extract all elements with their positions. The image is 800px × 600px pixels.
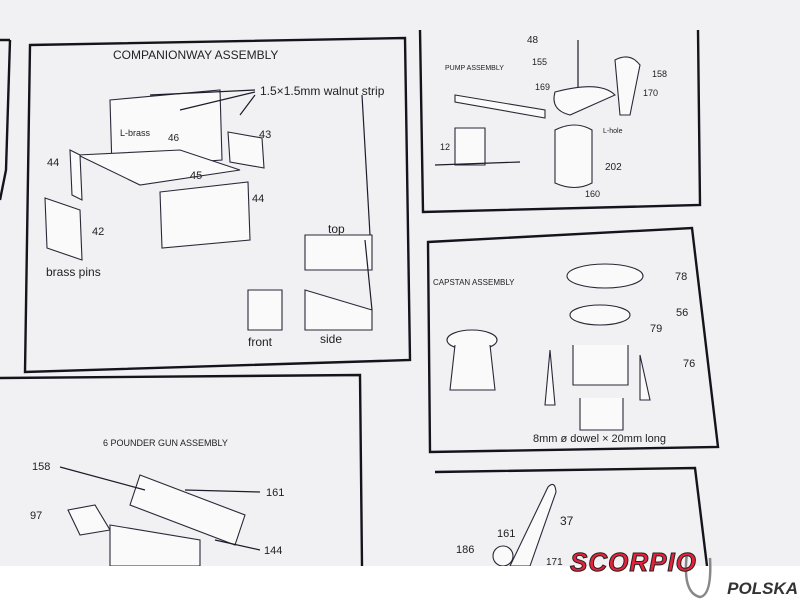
label-48: 48 bbox=[527, 35, 539, 46]
label-144: 144 bbox=[264, 545, 282, 557]
label-front: front bbox=[248, 335, 273, 349]
companionway-drawing bbox=[44, 89, 373, 331]
capstan-title: CAPSTAN ASSEMBLY bbox=[433, 278, 515, 287]
logo-sub: POLSKA bbox=[727, 579, 798, 598]
label-43: 43 bbox=[259, 129, 271, 141]
label-171: 171 bbox=[546, 557, 563, 566]
label-44a: 44 bbox=[47, 157, 59, 169]
label-side: side bbox=[320, 332, 342, 346]
label-186: 186 bbox=[456, 544, 474, 556]
label-top: top bbox=[328, 222, 345, 236]
label-76: 76 bbox=[683, 358, 695, 370]
capstan-panel bbox=[426, 226, 720, 454]
label-46: 46 bbox=[168, 133, 180, 144]
label-56: 56 bbox=[676, 307, 688, 319]
assembly-diagrams: COMPANIONWAY ASSEMBLY 1.5×1.5mm walnut s… bbox=[0, 29, 720, 568]
label-walnut-strip: 1.5×1.5mm walnut strip bbox=[260, 84, 385, 98]
label-97: 97 bbox=[30, 510, 42, 522]
label-158: 158 bbox=[32, 461, 50, 473]
logo-arrow-icon bbox=[684, 552, 712, 599]
bottom-right-drawing bbox=[492, 483, 557, 567]
label-158: 158 bbox=[652, 69, 667, 79]
pump-title: PUMP ASSEMBLY bbox=[445, 65, 504, 72]
label-45: 45 bbox=[190, 170, 202, 182]
label-161b: 161 bbox=[497, 528, 515, 540]
label-42: 42 bbox=[92, 226, 104, 238]
label-170: 170 bbox=[643, 88, 658, 98]
label-155: 155 bbox=[532, 57, 547, 67]
capstan-drawing bbox=[446, 263, 651, 431]
gun-drawing bbox=[59, 466, 261, 567]
label-161: 161 bbox=[266, 487, 284, 499]
label-37: 37 bbox=[560, 514, 574, 528]
label-169: 169 bbox=[535, 82, 550, 92]
label-l-hole: L-hole bbox=[603, 128, 623, 135]
logo-brand: SCORPIO bbox=[570, 547, 697, 578]
label-160: 160 bbox=[585, 189, 600, 199]
capstan-note: 8mm ø dowel × 20mm long bbox=[533, 433, 666, 445]
pump-drawing bbox=[434, 40, 641, 189]
left-panel-edge bbox=[0, 38, 12, 201]
label-44b: 44 bbox=[252, 193, 264, 205]
label-79: 79 bbox=[650, 323, 662, 335]
instruction-sheet-photo: COMPANIONWAY ASSEMBLY 1.5×1.5mm walnut s… bbox=[0, 0, 800, 568]
scorpio-polska-logo: SCORPIO POLSKA bbox=[570, 543, 800, 600]
gun-panel bbox=[0, 373, 364, 567]
label-brass-pins: brass pins bbox=[46, 265, 101, 279]
bottom-right-panel bbox=[434, 466, 709, 567]
label-78: 78 bbox=[675, 271, 687, 283]
pump-panel bbox=[418, 29, 702, 214]
companionway-title: COMPANIONWAY ASSEMBLY bbox=[113, 48, 278, 62]
label-l-brass: L-brass bbox=[120, 128, 151, 138]
label-12: 12 bbox=[440, 142, 450, 152]
gun-title: 6 POUNDER GUN ASSEMBLY bbox=[103, 438, 228, 448]
label-202: 202 bbox=[605, 162, 622, 173]
companionway-panel bbox=[23, 36, 412, 374]
